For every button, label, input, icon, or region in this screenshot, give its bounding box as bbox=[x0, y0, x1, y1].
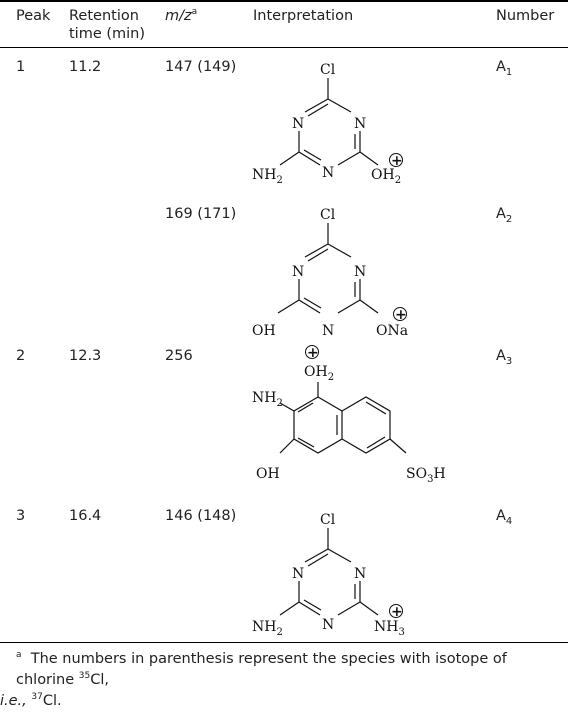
footnote-mark: a bbox=[16, 650, 22, 661]
s4-nh3: NH3 bbox=[374, 619, 405, 638]
s2-n-left: N bbox=[292, 264, 304, 280]
header-peak: Peak bbox=[16, 8, 51, 24]
row3-mz: 256 bbox=[165, 348, 193, 364]
footnote-text: The numbers in parenthesis represent the… bbox=[16, 651, 507, 688]
s3-oh: OH bbox=[256, 466, 280, 482]
row4-number-main: A bbox=[496, 508, 506, 524]
footnote-ie: i.e., bbox=[0, 693, 27, 709]
header-number: Number bbox=[496, 8, 555, 24]
structure-A3: OH2 + NH2 OH SO3H bbox=[252, 345, 446, 485]
s2-charge: + bbox=[395, 307, 407, 323]
row2-number-sub: 2 bbox=[505, 213, 513, 225]
row1-peak: 1 bbox=[16, 59, 26, 75]
s1-cl: Cl bbox=[320, 62, 336, 78]
row4-mz: 146 (148) bbox=[165, 508, 237, 524]
s2-cl: Cl bbox=[320, 207, 336, 223]
row3-number: A3 bbox=[496, 347, 513, 367]
table-footnote: a The numbers in parenthesis represent t… bbox=[0, 649, 568, 712]
row1-number-sub: 1 bbox=[505, 66, 513, 78]
s2-oh: OH bbox=[252, 323, 276, 339]
row2-number: A2 bbox=[496, 205, 513, 225]
s1-n-left: N bbox=[292, 116, 304, 132]
footnote-line2: i.e., 37Cl. bbox=[0, 691, 568, 712]
row4-number: A4 bbox=[496, 507, 513, 527]
header-retention-line1: Retention bbox=[69, 8, 139, 24]
header-mz: m/za bbox=[165, 7, 197, 25]
row2-number-main: A bbox=[496, 206, 506, 222]
row1-number: A1 bbox=[496, 58, 513, 78]
row3-number-sub: 3 bbox=[505, 355, 513, 367]
table-bottom-rule bbox=[0, 642, 568, 643]
footnote-iso1-mass: 35 bbox=[78, 671, 91, 682]
s3-charge: + bbox=[307, 345, 319, 361]
s1-nh2: NH2 bbox=[252, 167, 283, 186]
header-retention: Retention time (min) bbox=[69, 7, 145, 43]
footnote-line1: a The numbers in parenthesis represent t… bbox=[0, 649, 568, 691]
structure-A4: Cl N N N NH2 NH3 + bbox=[252, 512, 405, 638]
row1-mz: 147 (149) bbox=[165, 59, 237, 75]
structure-A1: Cl N N N NH2 OH2 + bbox=[252, 62, 403, 186]
s4-cl: Cl bbox=[320, 512, 336, 528]
row3-peak: 2 bbox=[16, 348, 26, 364]
row2-mz: 169 (171) bbox=[165, 206, 237, 222]
header-mz-label: m/z bbox=[165, 8, 192, 24]
footnote-iso1-elem: Cl, bbox=[90, 672, 109, 688]
header-mz-footnote-mark: a bbox=[191, 7, 198, 18]
row1-number-main: A bbox=[496, 59, 506, 75]
footnote-iso2-mass: 37 bbox=[31, 692, 43, 703]
s1-charge: + bbox=[391, 153, 403, 169]
s3-oh2: OH2 bbox=[304, 364, 334, 383]
header-interpretation: Interpretation bbox=[253, 8, 354, 24]
s4-n-left: N bbox=[292, 566, 304, 582]
s1-oh2: OH2 bbox=[371, 167, 401, 186]
row3-retention: 12.3 bbox=[69, 348, 102, 364]
header-retention-line2: time (min) bbox=[69, 26, 146, 42]
s4-n-right: N bbox=[354, 566, 366, 582]
s2-ona: ONa bbox=[376, 323, 408, 339]
s4-charge: + bbox=[391, 604, 403, 620]
row1-retention: 11.2 bbox=[69, 59, 102, 75]
row4-number-sub: 4 bbox=[505, 515, 513, 527]
row4-peak: 3 bbox=[16, 508, 26, 524]
s1-n-bottom: N bbox=[322, 165, 334, 181]
s4-nh2: NH2 bbox=[252, 619, 283, 638]
row3-number-main: A bbox=[496, 348, 506, 364]
header-rule bbox=[0, 47, 568, 48]
table-top-rule bbox=[0, 0, 568, 2]
s3-so3h: SO3H bbox=[406, 466, 446, 485]
s4-n-bottom: N bbox=[322, 617, 334, 633]
footnote-iso2-elem: Cl. bbox=[42, 693, 62, 709]
s2-n-bottom: N bbox=[322, 323, 334, 339]
structure-A2: Cl N N N OH ONa + bbox=[252, 207, 408, 339]
row4-retention: 16.4 bbox=[69, 508, 102, 524]
s2-n-right: N bbox=[354, 264, 366, 280]
s1-n-right: N bbox=[354, 116, 366, 132]
s3-nh2: NH2 bbox=[252, 390, 283, 409]
